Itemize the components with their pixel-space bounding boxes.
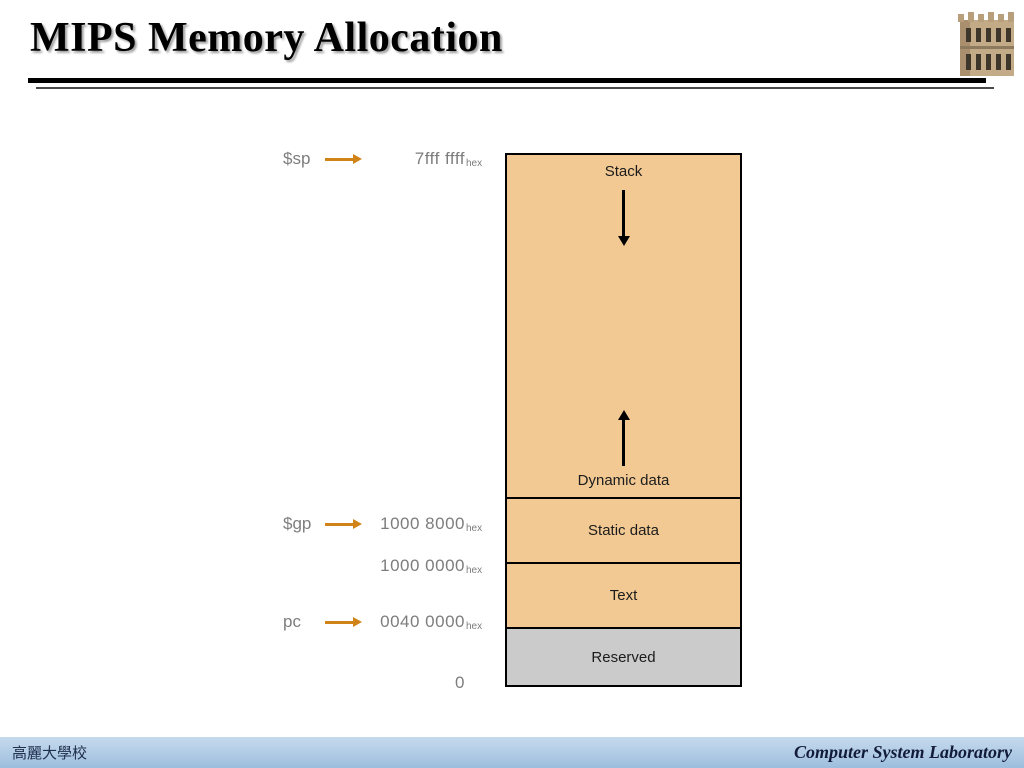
register-pc-label: pc [283,612,301,631]
stack-label: Stack [604,163,643,180]
heap-grow-up-arrow-icon [617,410,630,466]
right-arrow-icon [325,519,369,529]
segment-stack-dynamic: Stack Dynamic data [507,155,740,499]
address-value: 1000 0000 [380,556,465,575]
dynamic-data-label: Dynamic data [577,472,670,489]
memory-map: Stack Dynamic data Static data Text Rese… [505,153,742,687]
hex-subscript: hex [466,621,483,632]
address-value: 7fff ffff [414,149,465,168]
pointer-row-sp: $sp 7fff ffff hex [283,148,495,170]
right-arrow-icon [325,154,369,164]
right-arrow-icon [325,617,369,627]
address-value: 0 [455,673,465,692]
title-underline [28,78,986,83]
pointer-row-gp: $gp 1000 8000 hex [283,513,495,535]
footer-university-name: 高麗大學校 [12,746,88,762]
pointer-row-static-base: 1000 0000 hex [283,555,495,577]
segment-static-data: Static data [507,499,740,564]
pointer-row-pc: pc 0040 0000 hex [283,611,495,633]
page-title: MIPS Memory Allocation [30,15,503,61]
hex-subscript: hex [466,523,483,534]
slide-footer: 高麗大學校 Computer System Laboratory [0,737,1024,768]
hex-subscript: hex [466,565,483,576]
segment-text: Text [507,564,740,629]
title-underline-shadow [36,87,994,89]
register-sp-label: $sp [283,149,311,168]
hex-subscript: hex [466,158,483,169]
address-value: 1000 8000 [380,514,465,533]
stack-grow-down-arrow-icon [617,190,630,246]
address-value: 0040 0000 [380,612,465,631]
university-building-image [952,6,1022,76]
pointer-row-zero: 0 [283,672,495,694]
segment-reserved: Reserved [507,629,740,685]
register-gp-label: $gp [283,514,312,533]
footer-lab-name: Computer System Laboratory [793,742,1012,762]
